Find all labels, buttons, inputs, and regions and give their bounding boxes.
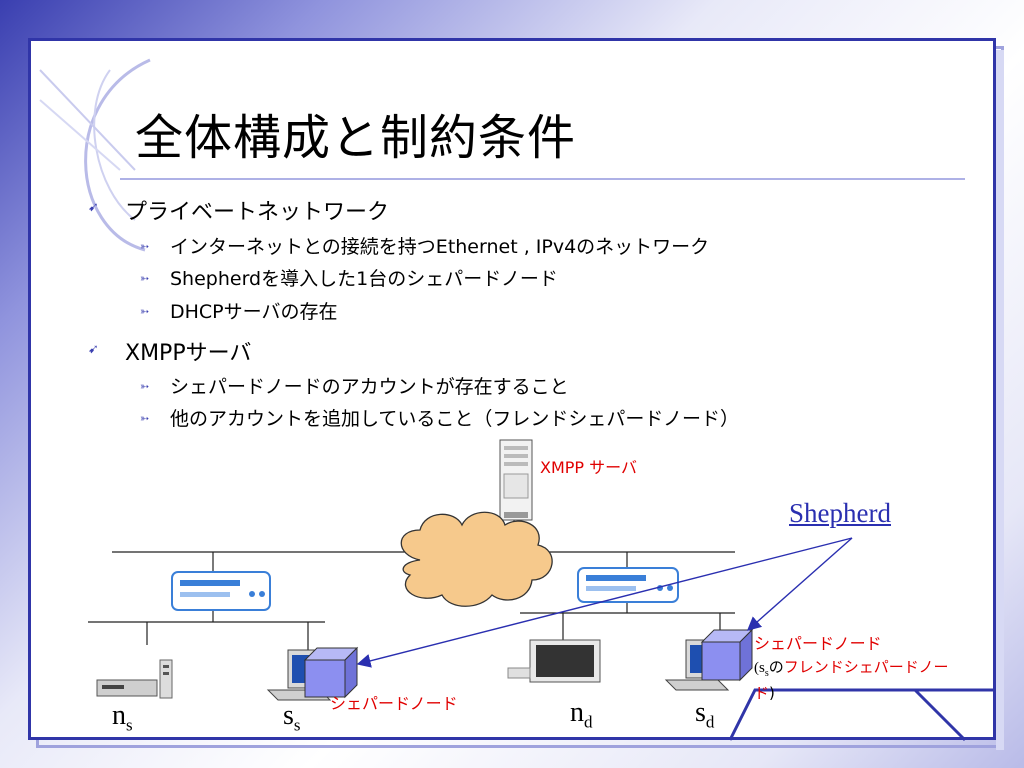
node-ns-base: n [112,700,126,731]
bullet-private-network: プライベートネットワーク [125,200,390,225]
friend-note-prefix: (s [754,660,765,676]
node-sd-base: s [695,697,706,728]
bullet-xmpp-server: XMPPサーバ [125,341,252,366]
title-divider [120,178,965,180]
sub-bullet-marker-icon: ➳ [140,412,150,425]
node-ns-sub: s [126,715,133,735]
sub-bullet-account: シェパードノードのアカウントが存在すること [170,376,569,398]
friend-node-note-line2: ド) [754,682,775,703]
sub-bullet-marker-icon: ➳ [140,240,150,253]
node-label-sd: sd [695,697,714,733]
friend-node-note: (ssのフレンドシェパードノー [754,656,948,679]
sub-bullet-marker-icon: ➳ [140,272,150,285]
bullet-marker-icon: ➹ [88,200,99,215]
sub-bullet-dhcp: DHCPサーバの存在 [170,301,338,323]
sub-bullet-shepherd-node: Shepherdを導入した1台のシェパードノード [170,268,558,290]
friend-note-mid: の [768,658,784,676]
node-nd-base: n [570,697,584,728]
sub-bullet-marker-icon: ➳ [140,380,150,393]
node-label-ns: ns [112,700,133,736]
shepherd-node-label-right: シェパードノード [754,634,882,653]
node-nd-sub: d [584,712,593,732]
sub-bullet-marker-icon: ➳ [140,305,150,318]
node-sd-sub: d [705,712,715,732]
xmpp-server-label: XMPP サーバ [540,458,637,477]
friend-note-sub: s [764,668,769,679]
sub-bullet-internet: インターネットとの接続を持つEthernet , IPv4のネットワーク [170,236,710,258]
friend-note-red2: ド [754,684,770,702]
shepherd-node-label-bottom: シェパードノード [330,694,458,713]
friend-note-red: フレンドシェパードノー [783,658,949,676]
node-label-ss: ss [283,700,301,736]
slide-title: 全体構成と制約条件 [135,110,577,166]
shepherd-label: Shepherd [789,498,891,528]
friend-note-suffix: ) [769,684,775,702]
node-ss-base: s [283,700,294,731]
node-ss-sub: s [293,715,301,735]
sub-bullet-friend: 他のアカウントを追加していること（フレンドシェパードノード） [170,408,740,430]
node-label-nd: nd [570,697,593,733]
bullet-marker-icon: ➹ [88,342,99,357]
